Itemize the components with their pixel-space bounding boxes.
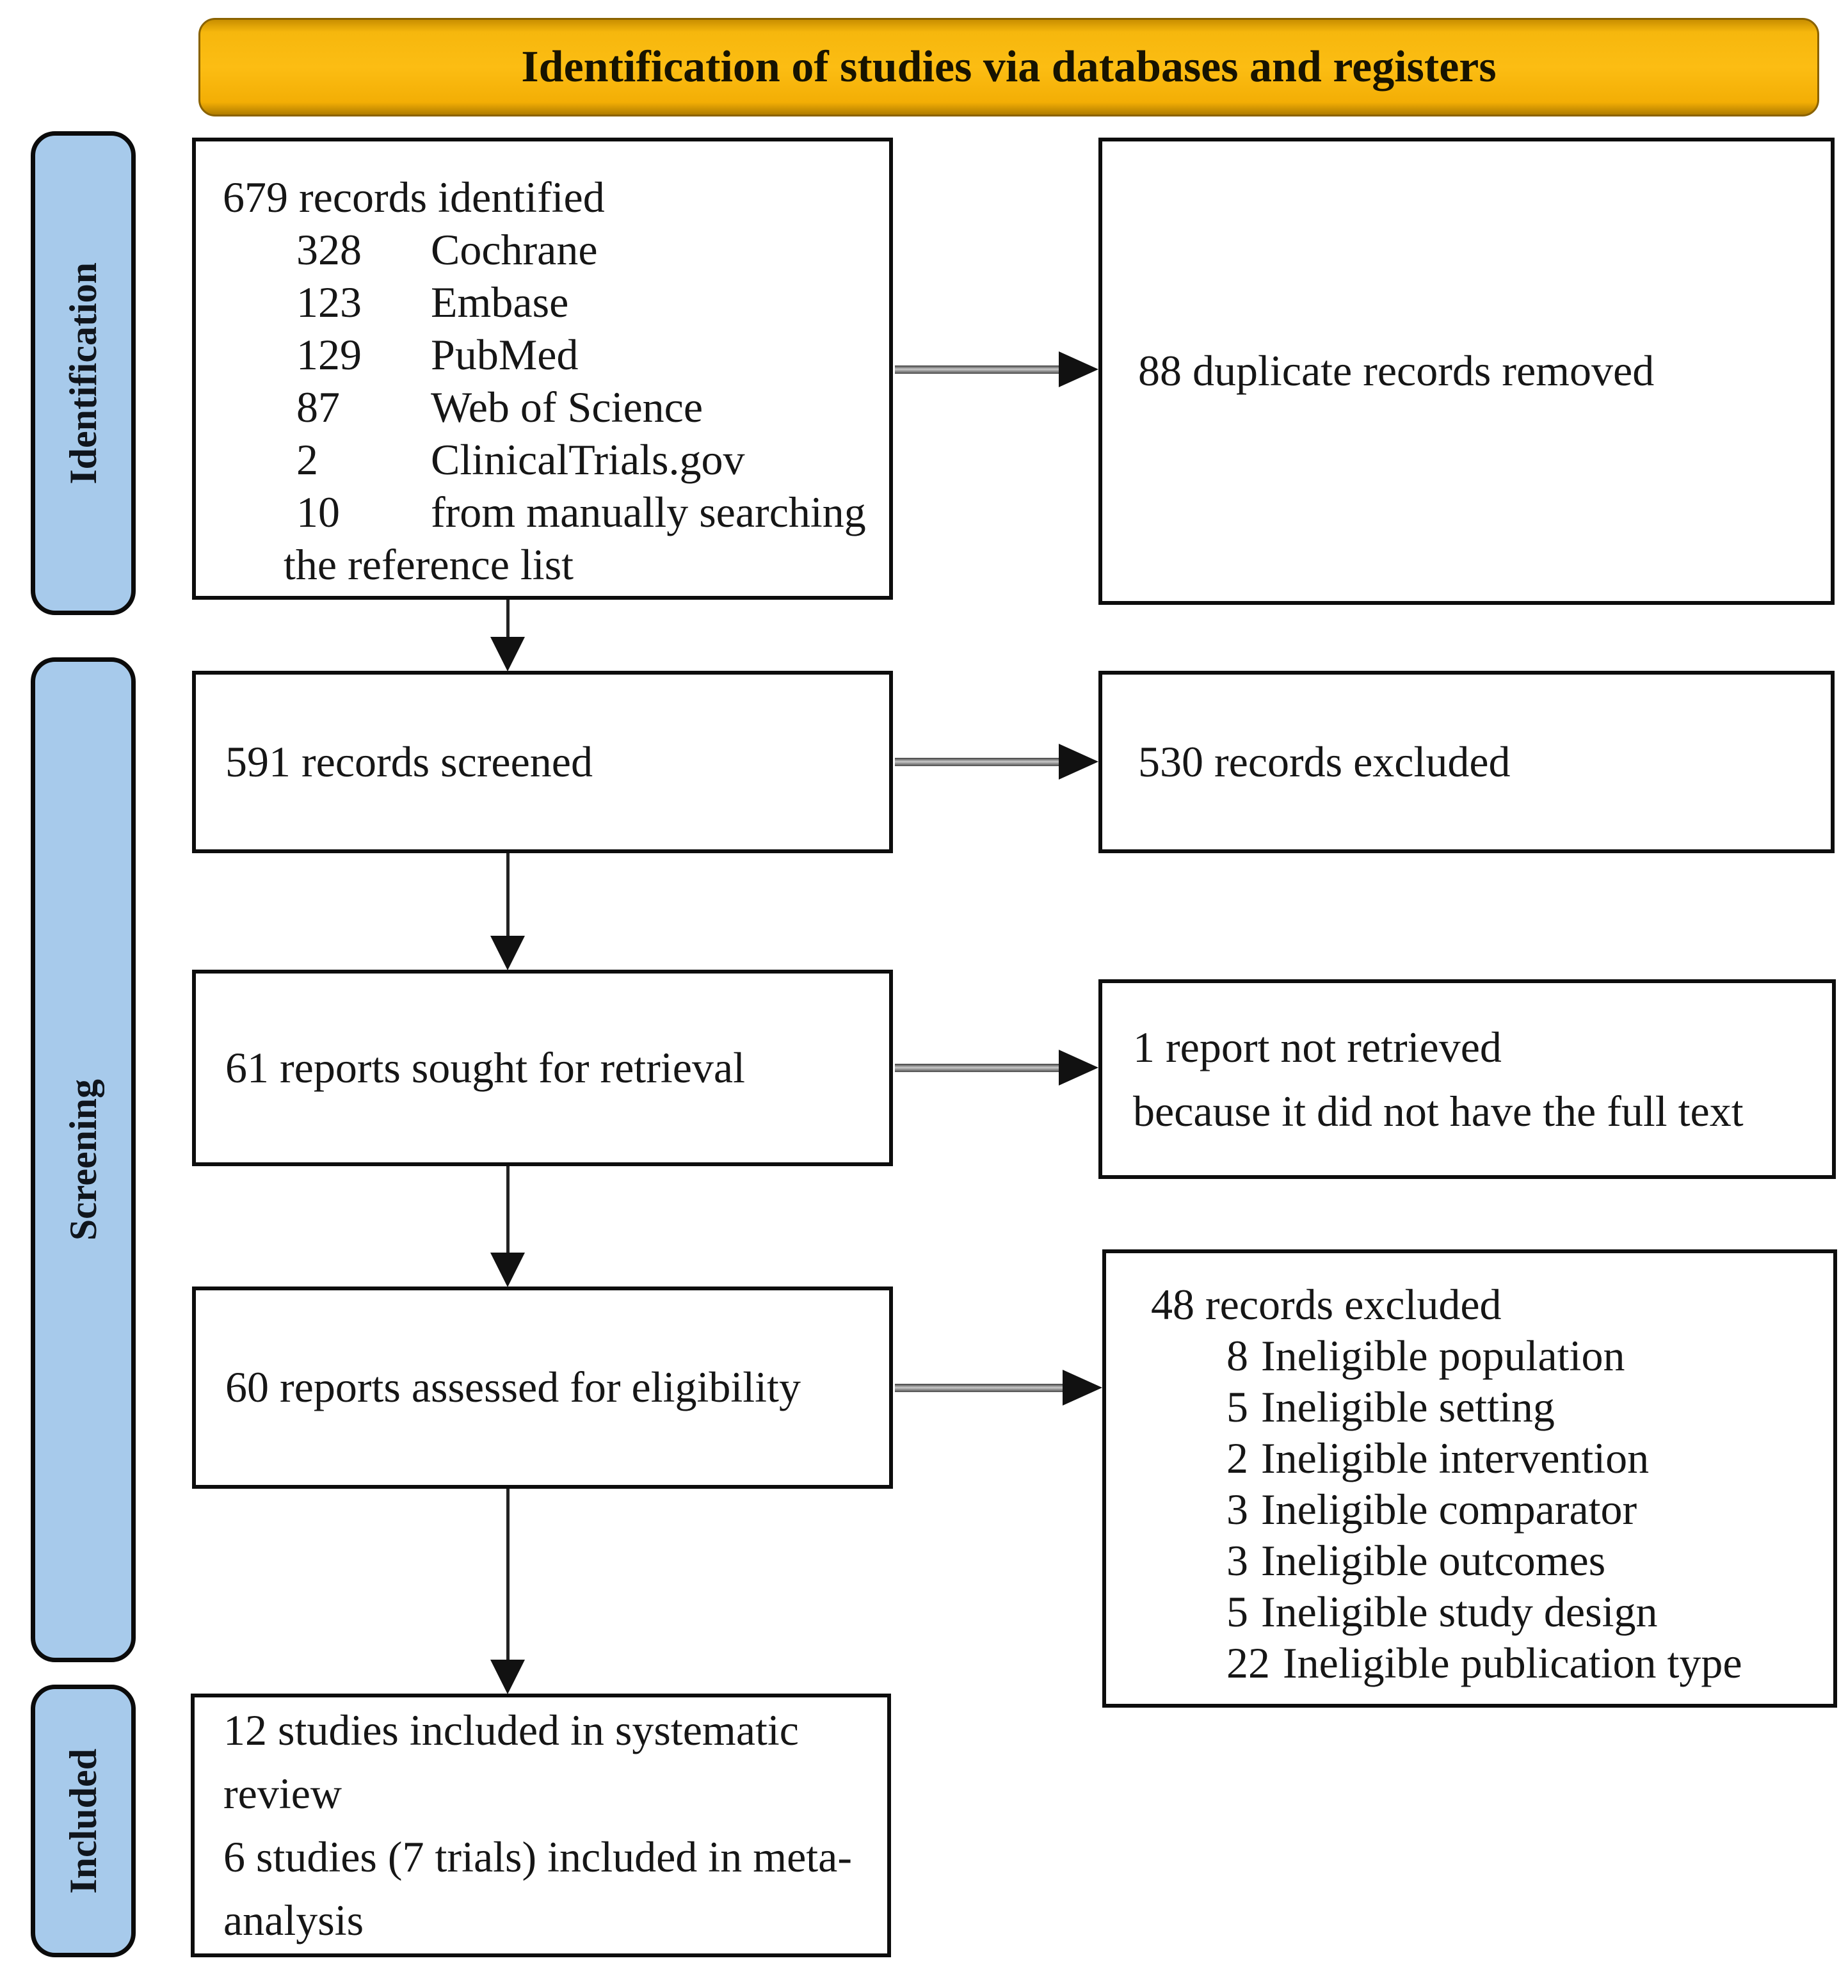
- arrow-stem: [506, 853, 510, 936]
- duplicates-removed-box: 88 duplicate records removed: [1098, 138, 1835, 605]
- studies-included-box: 12 studies included in systematic review…: [191, 1694, 891, 1957]
- arrow-head: [1059, 744, 1098, 780]
- arrow-head: [1059, 351, 1098, 387]
- arrow-head: [490, 1660, 525, 1694]
- report-not-retrieved-box: 1 report not retrieved because it did no…: [1098, 979, 1836, 1179]
- arrow-head: [490, 936, 525, 970]
- down-arrow-icon: [490, 853, 525, 970]
- arrow-stem: [895, 1383, 1063, 1392]
- arrow-head: [1059, 1050, 1098, 1086]
- diagram-title: Identification of studies via databases …: [521, 42, 1497, 92]
- duplicates-removed-text: 88 duplicate records removed: [1138, 346, 1655, 396]
- arrow-head: [490, 1253, 525, 1287]
- arrow-stem: [506, 1489, 510, 1660]
- arrow-stem: [895, 1063, 1059, 1072]
- report-not-retrieved-line: 1 report not retrieved: [1133, 1023, 1502, 1071]
- records-excluded-text: 530 records excluded: [1138, 737, 1511, 786]
- stage-label-screening-text: Screening: [61, 1078, 104, 1241]
- arrow-head: [1063, 1370, 1102, 1406]
- arrow-stem: [506, 600, 510, 637]
- right-arrow-icon: [895, 1370, 1102, 1406]
- arrow-stem: [895, 757, 1059, 766]
- exclusion-reasons-title: 48 records excluded: [1151, 1280, 1502, 1329]
- stage-label-included-text: Included: [61, 1748, 104, 1894]
- right-arrow-icon: [895, 1050, 1098, 1086]
- diagram-title-banner: Identification of studies via databases …: [198, 18, 1819, 116]
- arrow-stem: [506, 1166, 510, 1253]
- studies-included-line: 6 studies (7 trials) included in meta-: [223, 1832, 852, 1881]
- studies-included-line: review: [223, 1769, 342, 1818]
- studies-included-line: analysis: [223, 1896, 364, 1944]
- stage-label-identification-text: Identification: [61, 262, 104, 485]
- studies-included-line: 12 studies included in systematic: [223, 1706, 799, 1754]
- reports-sought-box: 61 reports sought for retrieval: [192, 970, 893, 1166]
- stage-label-screening: Screening: [31, 657, 136, 1662]
- down-arrow-icon: [490, 1489, 525, 1694]
- reports-sought-text: 61 reports sought for retrieval: [225, 1043, 745, 1092]
- down-arrow-icon: [490, 600, 525, 671]
- report-not-retrieved-line: because it did not have the full text: [1133, 1087, 1744, 1135]
- stage-label-identification: Identification: [31, 131, 136, 615]
- reports-assessed-box: 60 reports assessed for eligibility: [192, 1287, 893, 1489]
- records-screened-text: 591 records screened: [225, 737, 593, 786]
- down-arrow-icon: [490, 1166, 525, 1287]
- reports-assessed-text: 60 reports assessed for eligibility: [225, 1363, 801, 1412]
- records-screened-box: 591 records screened: [192, 671, 893, 853]
- arrow-stem: [895, 365, 1059, 374]
- right-arrow-icon: [895, 351, 1098, 387]
- records-identified-continuation: the reference list: [284, 540, 574, 589]
- right-arrow-icon: [895, 744, 1098, 780]
- records-excluded-box: 530 records excluded: [1098, 671, 1835, 853]
- stage-label-included: Included: [31, 1685, 136, 1957]
- records-identified-title: 679 records identified: [223, 173, 605, 221]
- arrow-head: [490, 637, 525, 671]
